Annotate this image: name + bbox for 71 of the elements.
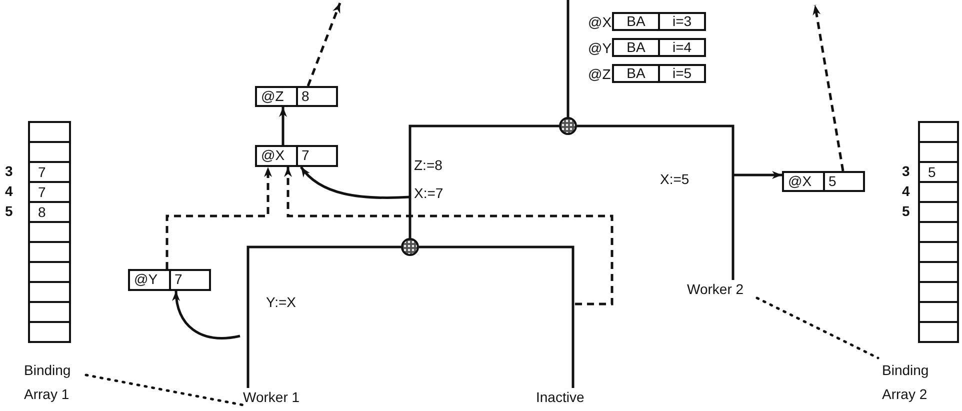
choice-point-circle bbox=[401, 238, 419, 256]
array-cell: 8 bbox=[28, 201, 71, 223]
tree-branch-line bbox=[419, 246, 574, 388]
variable-name: @Y bbox=[588, 40, 612, 56]
index-value: i=5 bbox=[658, 66, 704, 81]
row-number: 5 bbox=[902, 203, 910, 219]
row-number: 3 bbox=[5, 163, 13, 179]
arrow bbox=[172, 290, 240, 340]
array-reference: BA bbox=[626, 40, 646, 55]
binding-value: 8 bbox=[296, 88, 336, 105]
array-cell bbox=[918, 221, 959, 243]
array-cell bbox=[918, 241, 959, 263]
arrow bbox=[284, 167, 614, 306]
tree-branch-line bbox=[246, 246, 401, 388]
array-reference: BA bbox=[626, 66, 646, 81]
dotted-line bbox=[84, 374, 244, 406]
array-cell bbox=[28, 221, 71, 243]
variable-name: @X bbox=[787, 173, 813, 190]
array-cell bbox=[918, 181, 959, 203]
array-title: Binding Array 1 bbox=[24, 361, 72, 404]
variable-name: @Y bbox=[133, 271, 159, 289]
array-cell bbox=[28, 241, 71, 263]
choice-point-circle bbox=[559, 117, 577, 135]
row-number: 4 bbox=[902, 183, 910, 199]
arrow bbox=[812, 4, 844, 172]
index-value: i=4 bbox=[658, 40, 704, 55]
row-number: 4 bbox=[5, 183, 13, 199]
array-cell bbox=[28, 321, 71, 343]
index-value: i=3 bbox=[658, 14, 704, 29]
variable-name: @X bbox=[260, 147, 286, 165]
array-cell bbox=[918, 281, 959, 303]
binding-record-box bbox=[255, 145, 338, 167]
row-number: 5 bbox=[5, 203, 13, 219]
arrow bbox=[733, 171, 782, 179]
array-cell bbox=[918, 321, 959, 343]
array-cell bbox=[918, 261, 959, 283]
arrow bbox=[166, 167, 272, 269]
variable-name: @Z bbox=[260, 88, 285, 105]
binding-record-box bbox=[255, 86, 338, 107]
array-cell bbox=[28, 261, 71, 283]
tree-branch-line bbox=[566, 0, 570, 117]
binding-value: 7 bbox=[168, 271, 209, 289]
array-cell bbox=[28, 121, 71, 143]
branch-label: Inactive bbox=[536, 388, 596, 406]
array-cell bbox=[918, 201, 959, 223]
binding-value: 7 bbox=[296, 147, 336, 165]
array-cell: 5 bbox=[918, 161, 959, 183]
binding-record-box bbox=[782, 171, 865, 192]
branch-label: Worker 1 bbox=[243, 388, 313, 406]
array-cell bbox=[918, 121, 959, 143]
array-cell bbox=[918, 301, 959, 323]
array-cell bbox=[28, 281, 71, 303]
arrow bbox=[306, 2, 342, 86]
variable-name: @X bbox=[588, 14, 612, 30]
branch-label: Worker 2 bbox=[687, 280, 757, 298]
arrow bbox=[279, 107, 287, 145]
tree-branch-line bbox=[577, 124, 734, 280]
binding-record-box bbox=[128, 269, 211, 291]
dotted-line bbox=[756, 296, 880, 360]
array-cell: 7 bbox=[28, 181, 71, 203]
arrow bbox=[300, 166, 410, 199]
variable-name: @Z bbox=[588, 66, 612, 82]
tree-branch-line bbox=[408, 124, 559, 238]
array-title: Binding Array 2 bbox=[882, 361, 930, 404]
binding-value: 5 bbox=[822, 173, 863, 190]
array-cell: 7 bbox=[28, 161, 71, 183]
array-cell bbox=[28, 141, 71, 163]
array-cell bbox=[28, 301, 71, 323]
row-number: 3 bbox=[902, 163, 910, 179]
array-reference: BA bbox=[626, 14, 646, 29]
array-cell bbox=[918, 141, 959, 163]
